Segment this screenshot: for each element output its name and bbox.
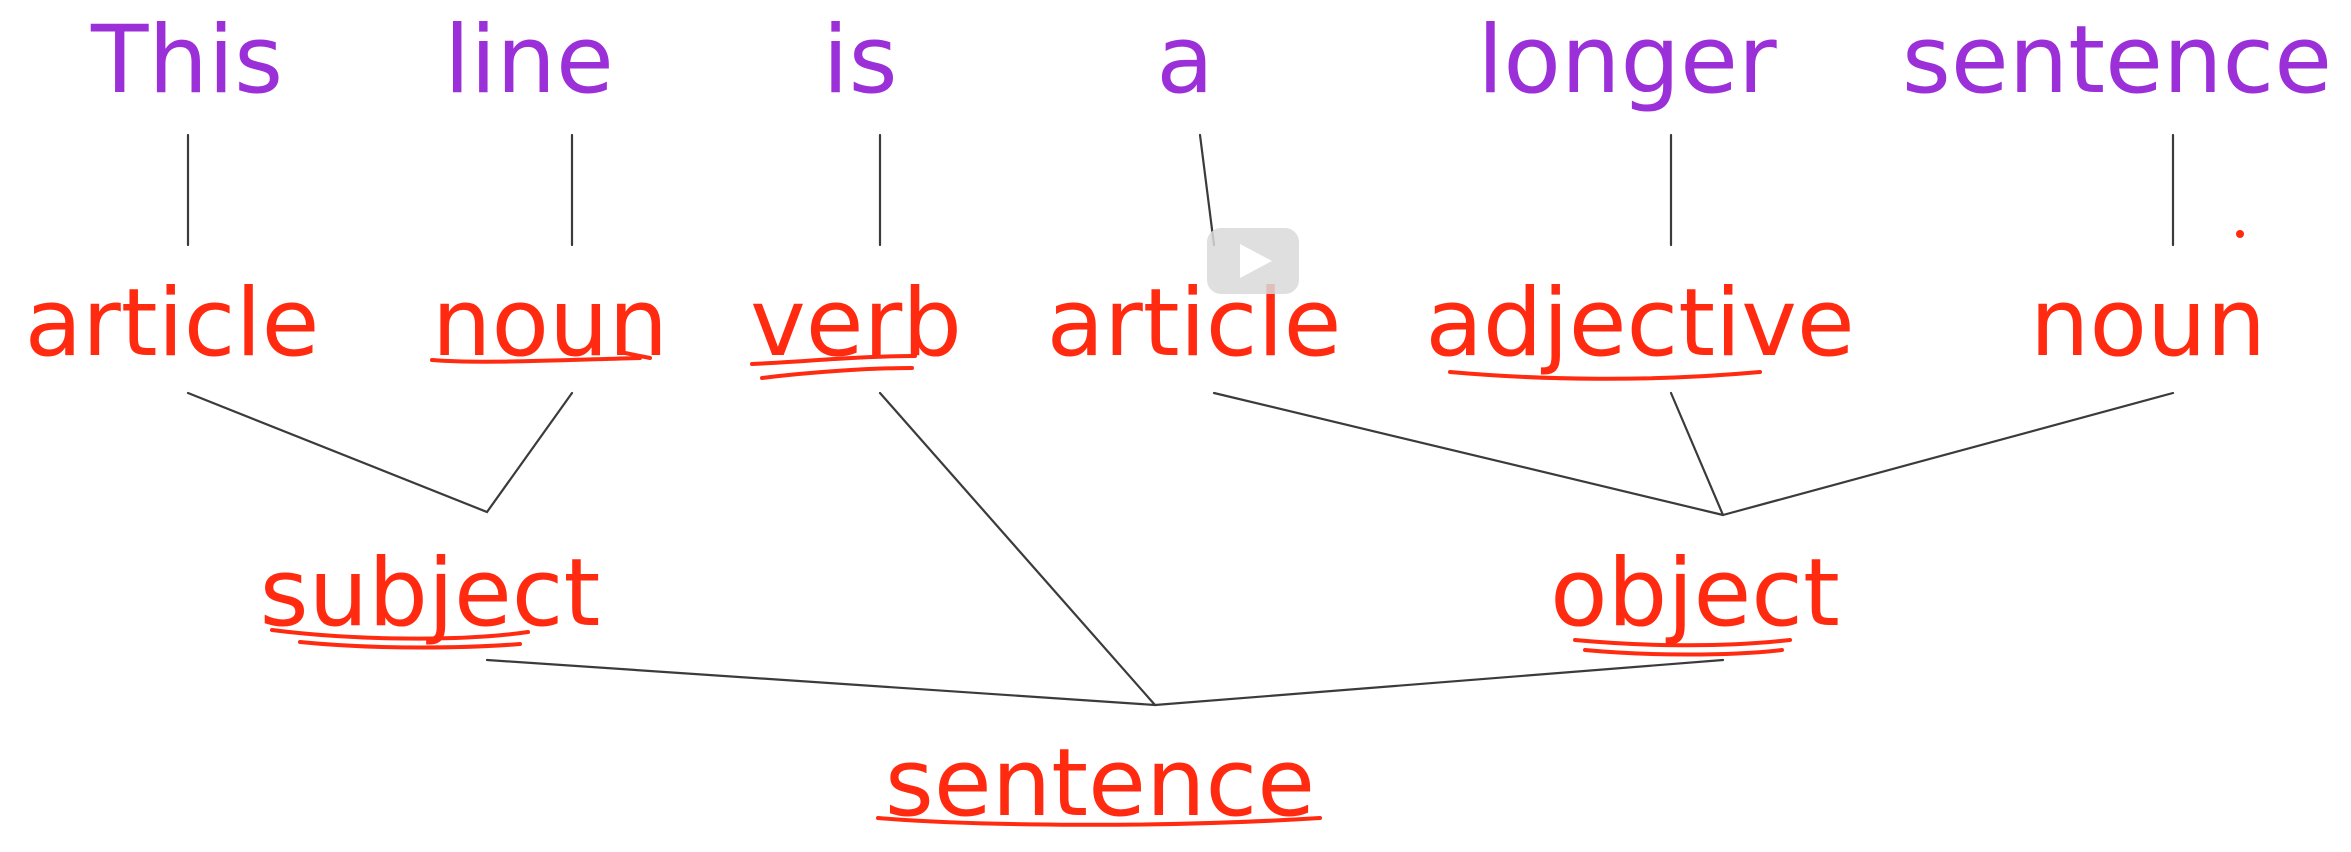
word-a: a	[1156, 6, 1214, 115]
connector-subject-branch	[186, 391, 574, 514]
phrase-subject: subject	[260, 539, 601, 648]
word-sentence: sentence	[1902, 6, 2332, 115]
underline-subject	[270, 628, 530, 650]
phrases-row: subject object	[260, 539, 1840, 648]
pos-noun-2: noun	[2030, 269, 2266, 378]
word-this: This	[90, 6, 283, 115]
pos-underlines	[430, 350, 1762, 381]
underline-object	[1573, 638, 1792, 657]
connector-adjective-object	[1669, 391, 1725, 517]
play-icon[interactable]	[1240, 244, 1272, 278]
sentence-words-row: This line is a longer sentence	[90, 6, 2332, 115]
pos-adjective: adjective	[1425, 269, 1854, 378]
connector-noun-object	[1721, 391, 2175, 517]
word-is: is	[822, 6, 897, 115]
underline-verb	[750, 354, 917, 380]
word-connectors	[186, 133, 2175, 247]
connector-verb-sentence	[878, 391, 1157, 707]
connector-article-object	[1212, 391, 1725, 517]
underline-root	[876, 816, 1322, 827]
play-button[interactable]	[1207, 228, 1299, 294]
root-connectors	[485, 658, 1725, 707]
underline-noun	[430, 350, 652, 364]
word-line: line	[444, 6, 614, 115]
phrase-object: object	[1550, 539, 1840, 648]
phrase-underlines	[270, 628, 1792, 657]
stray-pen-dot	[2236, 230, 2244, 238]
connector-phrases-root	[485, 658, 1725, 707]
pos-article-1: article	[25, 269, 320, 378]
word-longer: longer	[1477, 6, 1777, 115]
connector-a-article	[1198, 133, 1216, 247]
phrase-connectors	[186, 391, 2175, 707]
underline-adjective	[1448, 370, 1762, 381]
parts-of-speech-row: article noun verb article adjective noun	[25, 269, 2267, 378]
root-sentence: sentence	[885, 729, 1315, 838]
